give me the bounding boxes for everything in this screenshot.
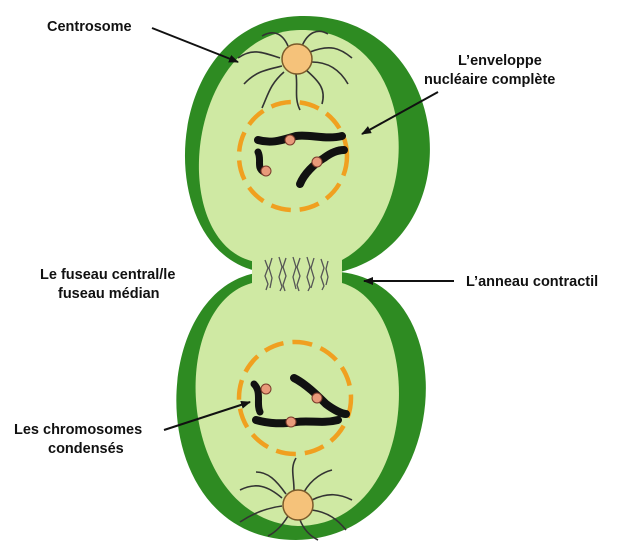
label-chromosomes-line1: Les chromosomes bbox=[14, 422, 142, 438]
label-spindle-line1: Le fuseau central/le bbox=[40, 267, 175, 283]
label-ring: L’anneau contractil bbox=[466, 274, 598, 290]
label-chromosomes-line2: condensés bbox=[48, 441, 124, 457]
label-envelope-line2: nucléaire complète bbox=[424, 72, 555, 88]
label-envelope-line1: L’enveloppe bbox=[458, 53, 542, 69]
label-spindle-line2: fuseau médian bbox=[58, 286, 160, 302]
centrosome-arrow bbox=[152, 28, 238, 62]
label-centrosome: Centrosome bbox=[47, 19, 132, 35]
dividing-cell bbox=[176, 16, 430, 540]
